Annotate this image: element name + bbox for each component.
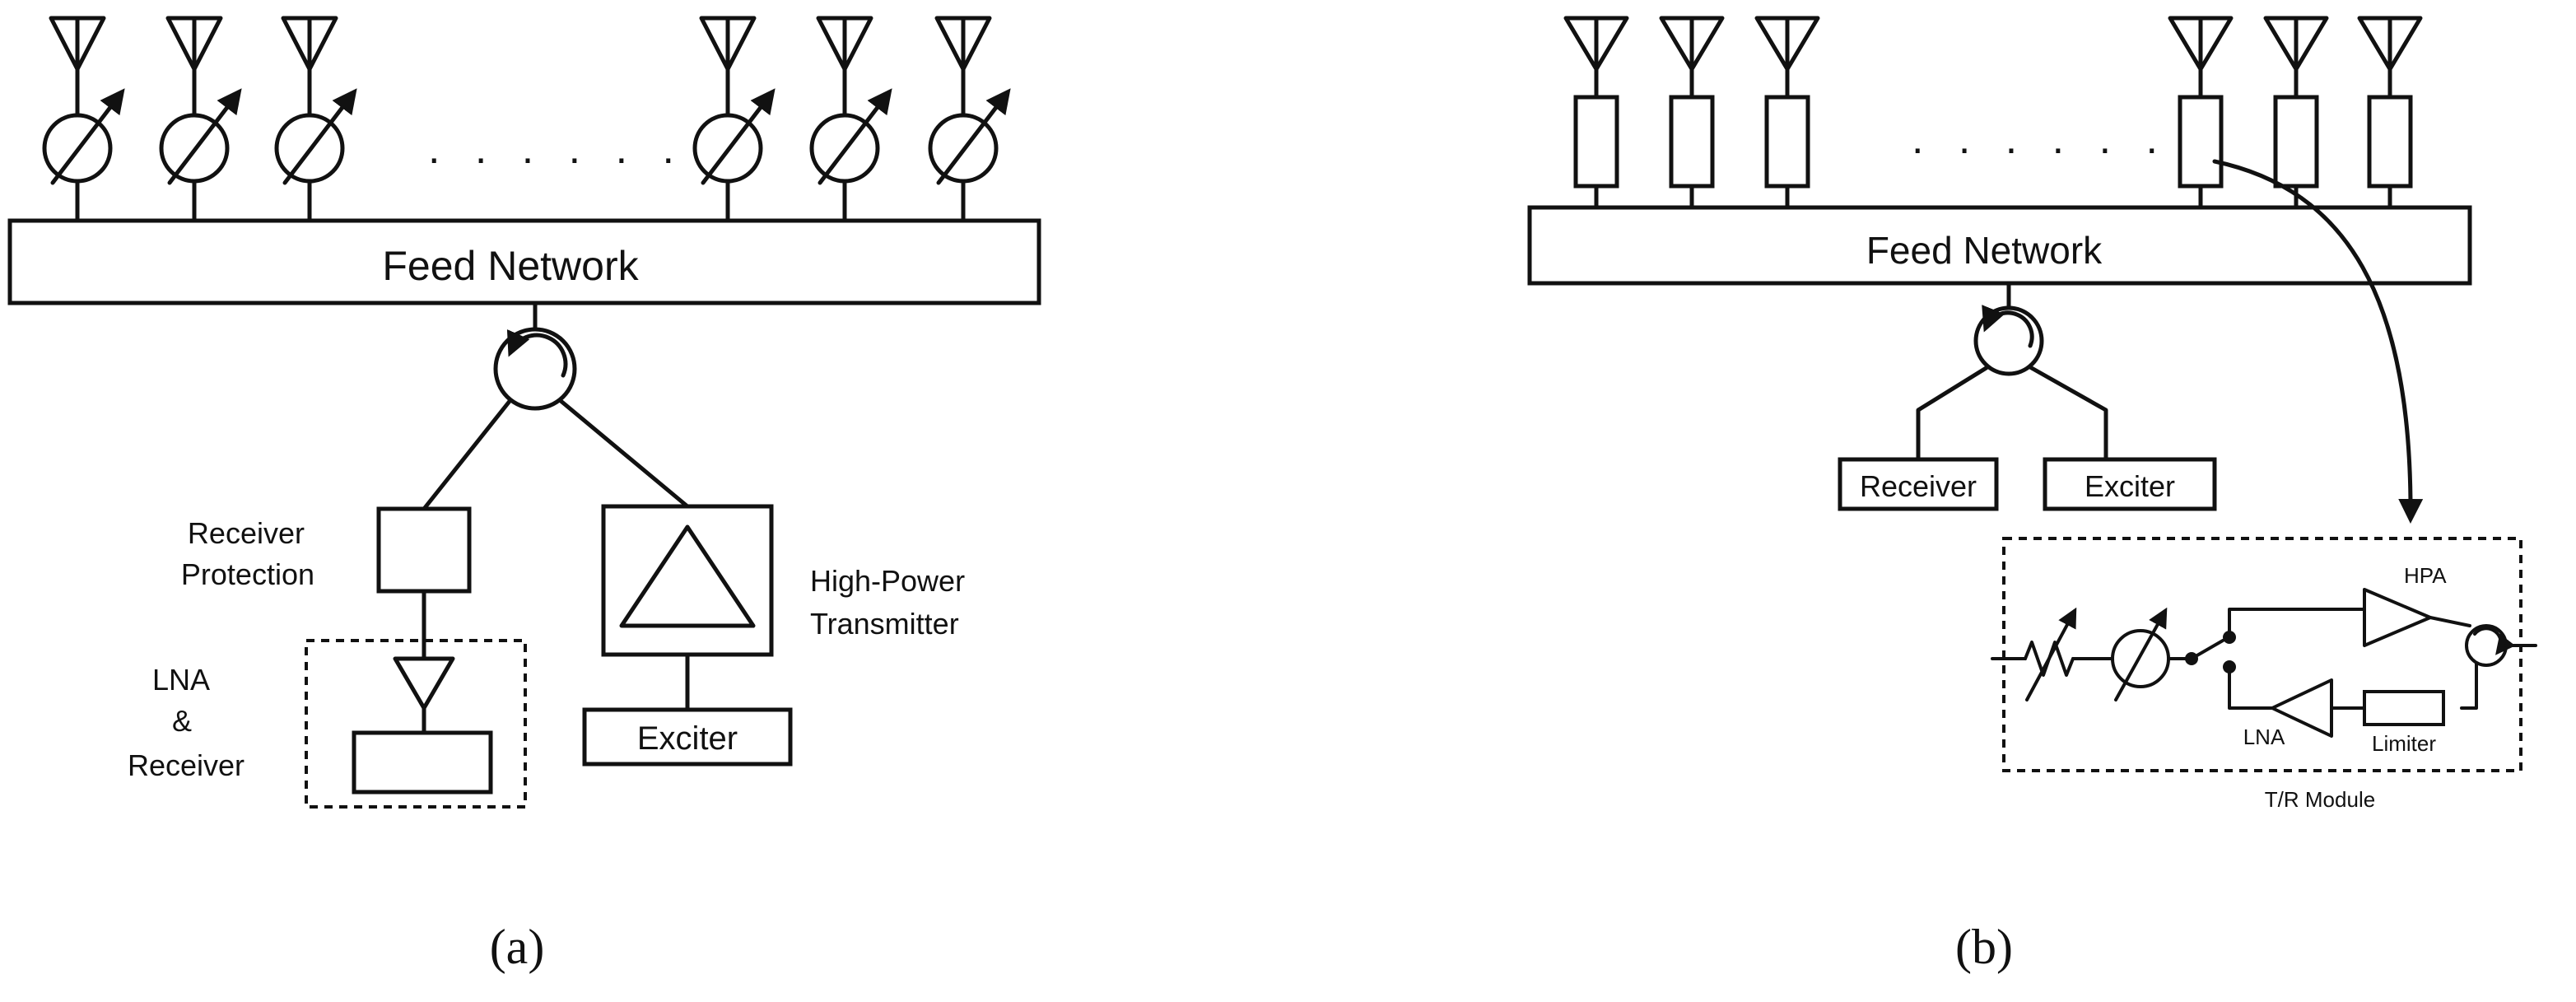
feed-network-label-a: Feed Network <box>382 243 639 289</box>
lna-receiver-group <box>305 639 527 809</box>
tr-module-box <box>2002 537 2522 772</box>
antenna-element <box>1659 16 1725 210</box>
panel-b: . . . . . . Feed Network Receiver Excite… <box>1527 16 2537 974</box>
exciter-box-b <box>2043 457 2217 511</box>
limiter-label: Limiter <box>2372 731 2436 756</box>
high-power-transmitter-box <box>601 504 774 657</box>
callout-arrow <box>2212 159 2424 524</box>
exciter-label-b: Exciter <box>2085 469 2175 503</box>
receiver-box-a <box>352 730 493 795</box>
antenna-element <box>1754 16 1820 210</box>
lna-triangle-b <box>2271 678 2333 738</box>
lna-receiver-label: LNA & Receiver <box>128 663 245 782</box>
hpa-triangle-b <box>2363 588 2432 647</box>
circulator-arrow-b <box>1982 305 2034 348</box>
antenna-element <box>928 16 1011 223</box>
tr-module-label: T/R Module <box>2265 787 2375 812</box>
receiver-label-b: Receiver <box>1860 469 1977 503</box>
exciter-box-a <box>582 707 793 767</box>
circulator-a <box>493 327 577 411</box>
feed-network-box-b <box>1527 205 2472 286</box>
antenna-element <box>2263 16 2329 210</box>
exciter-label-a: Exciter <box>637 720 738 757</box>
hpa-label: HPA <box>2404 563 2447 588</box>
feed-network-label-b: Feed Network <box>1866 229 2103 272</box>
receiver-protection-box <box>376 506 472 594</box>
receiver-protection-label: Receiver Protection <box>181 516 314 591</box>
antenna-element <box>159 16 242 223</box>
caption-a: (a) <box>490 920 545 974</box>
circulator-arrow-a <box>506 329 568 378</box>
hpa-triangle-a <box>619 524 756 628</box>
antenna-element <box>2357 16 2423 210</box>
ellipsis-b: . . . . . . <box>1912 115 2169 163</box>
lna-triangle-a <box>393 656 455 711</box>
limiter-box <box>2363 690 2445 726</box>
lna-label-b: LNA <box>2243 725 2285 749</box>
feed-network-box-a <box>7 218 1041 305</box>
receiver-box-b <box>1838 457 1999 511</box>
antenna-element <box>692 16 776 223</box>
antenna-element <box>274 16 357 223</box>
antenna-element <box>2168 16 2234 210</box>
antenna-element <box>809 16 892 223</box>
antenna-elements-b <box>1563 16 2423 210</box>
antenna-elements-a <box>42 16 1011 223</box>
ellipsis-a: . . . . . . <box>428 125 686 173</box>
panel-a: . . . . . . Feed Network Receiver Protec… <box>7 16 1041 974</box>
circulator-b <box>1973 305 2044 376</box>
caption-b: (b) <box>1955 920 2013 974</box>
antenna-element <box>42 16 125 223</box>
antenna-element <box>1563 16 1629 210</box>
high-power-transmitter-label: High-Power Transmitter <box>810 564 973 641</box>
